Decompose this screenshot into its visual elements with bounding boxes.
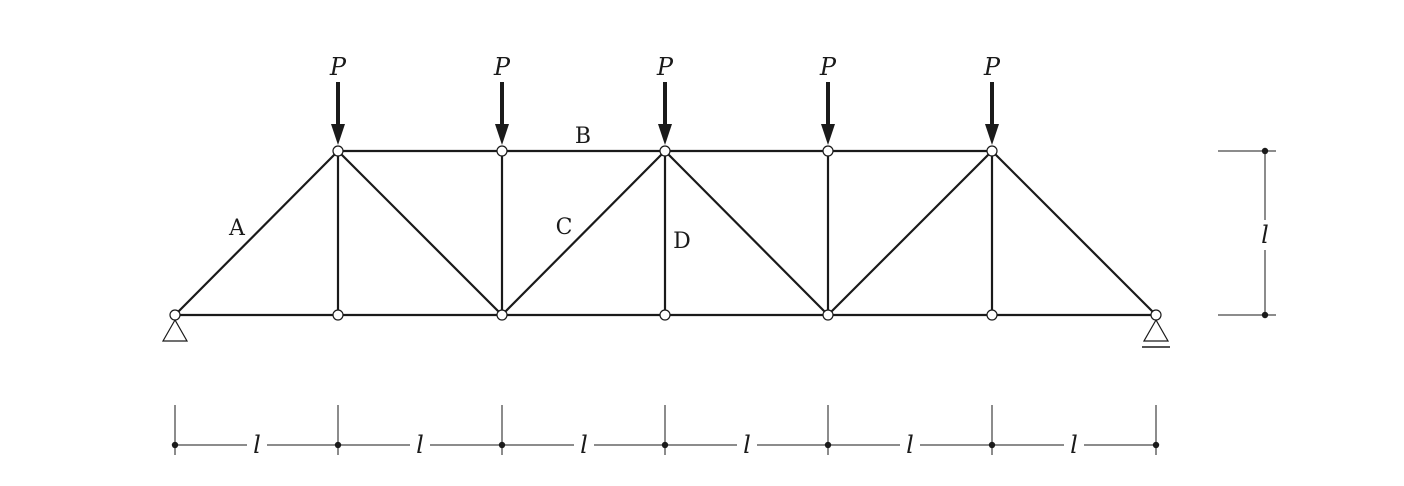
loads: P P P P P bbox=[329, 53, 1001, 145]
diagonal-4 bbox=[826, 149, 994, 317]
load-arrow-head bbox=[495, 124, 509, 145]
joint-top-1 bbox=[332, 145, 344, 157]
span-label: l bbox=[743, 431, 751, 459]
span-label: l bbox=[580, 431, 588, 459]
joint-bottom-4 bbox=[822, 309, 834, 321]
load-label: P bbox=[819, 53, 837, 81]
joint-top-4 bbox=[822, 145, 834, 157]
member-label-a: A bbox=[228, 216, 246, 241]
member-a bbox=[173, 149, 340, 317]
joint-top-3 bbox=[659, 145, 671, 157]
dim-dot bbox=[1261, 147, 1269, 155]
joint-top-2 bbox=[496, 145, 508, 157]
load-label: P bbox=[493, 53, 511, 81]
load-arrow-head bbox=[821, 124, 835, 145]
joint-top-5 bbox=[986, 145, 998, 157]
dim-dot bbox=[824, 441, 832, 449]
span-label: l bbox=[253, 431, 261, 459]
end-diagonal-right bbox=[990, 149, 1158, 317]
load-label: P bbox=[329, 53, 347, 81]
load-arrow-head bbox=[985, 124, 999, 145]
load-label: P bbox=[656, 53, 674, 81]
span-label: l bbox=[906, 431, 914, 459]
pin-support-left bbox=[161, 318, 189, 342]
member-c bbox=[500, 149, 667, 317]
diagonal-1 bbox=[336, 149, 504, 317]
supports bbox=[161, 318, 1170, 348]
height-dimension: l bbox=[1218, 147, 1276, 319]
joint-bottom-2 bbox=[496, 309, 508, 321]
span-label: l bbox=[416, 431, 424, 459]
member-labels: A B C D bbox=[228, 124, 691, 254]
diagonal-3 bbox=[663, 149, 830, 317]
member-label-d: D bbox=[673, 229, 691, 254]
dim-dot bbox=[334, 441, 342, 449]
joint-bottom-3 bbox=[659, 309, 671, 321]
height-label: l bbox=[1261, 221, 1269, 249]
dim-dot bbox=[661, 441, 669, 449]
load-label: P bbox=[983, 53, 1001, 81]
load-1: P bbox=[329, 53, 347, 145]
load-arrow-head bbox=[331, 124, 345, 145]
roller-support-right bbox=[1142, 318, 1170, 342]
dim-dot bbox=[988, 441, 996, 449]
member-label-c: C bbox=[556, 215, 573, 240]
load-5: P bbox=[983, 53, 1001, 145]
truss-joints bbox=[169, 145, 1162, 321]
member-label-b: B bbox=[575, 124, 591, 149]
dim-dot bbox=[171, 441, 179, 449]
load-arrow-head bbox=[658, 124, 672, 145]
span-dimensions: l l l l l l bbox=[171, 405, 1160, 459]
joint-bottom-5 bbox=[986, 309, 998, 321]
load-3: P bbox=[656, 53, 674, 145]
dim-dot bbox=[1261, 311, 1269, 319]
load-4: P bbox=[819, 53, 837, 145]
joint-bottom-0 bbox=[169, 309, 181, 321]
dim-dot bbox=[1152, 441, 1160, 449]
joint-bottom-1 bbox=[332, 309, 344, 321]
span-label: l bbox=[1070, 431, 1078, 459]
dim-dot bbox=[498, 441, 506, 449]
load-2: P bbox=[493, 53, 511, 145]
truss-members bbox=[173, 149, 1158, 317]
joint-bottom-6 bbox=[1150, 309, 1162, 321]
